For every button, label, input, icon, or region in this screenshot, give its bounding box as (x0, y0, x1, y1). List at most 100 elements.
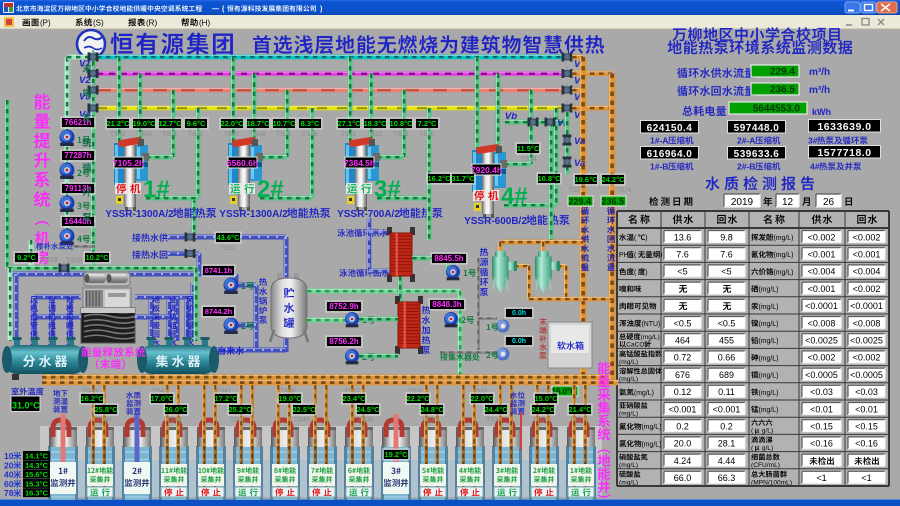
svg-text:TS77: TS77 (569, 187, 585, 194)
svg-text:15.0°C: 15.0°C (534, 394, 558, 403)
svg-text:<0.03: <0.03 (810, 387, 833, 397)
svg-text:15.6°C: 15.6°C (25, 470, 49, 479)
svg-text:25.2°C: 25.2°C (228, 405, 252, 414)
svg-text:): ) (645, 269, 647, 276)
svg-text:(mg/L): (mg/L) (619, 359, 638, 366)
svg-text:22.0°C: 22.0°C (220, 119, 244, 128)
svg-text:19.0°C: 19.0°C (132, 119, 156, 128)
svg-text:<0.002: <0.002 (853, 284, 881, 294)
svg-text:18.3°C: 18.3°C (363, 119, 387, 128)
svg-text:(S): (S) (93, 19, 104, 28)
svg-text:24.2°C: 24.2°C (601, 175, 625, 184)
svg-text:19.0°C: 19.0°C (278, 394, 302, 403)
svg-text:<5: <5 (677, 267, 687, 277)
svg-text:79113h: 79113h (65, 184, 92, 193)
svg-text:10.8°C: 10.8°C (537, 174, 561, 183)
svg-text:(H): (H) (199, 19, 210, 28)
svg-text:19.6°C: 19.6°C (574, 175, 598, 184)
svg-text:(mg/L): (mg/L) (759, 407, 779, 414)
svg-text:<0.004: <0.004 (808, 267, 836, 277)
svg-text:<0.0001: <0.0001 (805, 301, 838, 311)
svg-text:66.3: 66.3 (718, 473, 736, 483)
svg-text:TS12: TS12 (367, 131, 383, 138)
svg-text:TS07: TS07 (224, 131, 240, 138)
svg-text:(mg/L): (mg/L) (759, 338, 779, 345)
svg-text:14.3°C: 14.3°C (25, 461, 49, 470)
svg-text:V4: V4 (79, 110, 91, 121)
svg-text:1#: 1# (143, 176, 170, 203)
svg-text:9.8: 9.8 (720, 232, 733, 242)
svg-text:0.72: 0.72 (674, 353, 692, 363)
svg-text:Vb: Vb (557, 118, 569, 129)
svg-text:TS38: TS38 (358, 417, 374, 424)
svg-text:19.2°C: 19.2°C (384, 450, 408, 459)
svg-text:m³/h: m³/h (809, 67, 830, 78)
svg-text:9.6°C: 9.6°C (187, 119, 206, 128)
svg-text:616964.0: 616964.0 (647, 149, 693, 160)
svg-text:): ) (645, 235, 647, 242)
svg-text:TS31: TS31 (220, 245, 236, 252)
svg-text:40: 40 (4, 470, 14, 480)
svg-text:4.24: 4.24 (674, 456, 692, 466)
svg-text:<0.008: <0.008 (853, 318, 881, 328)
svg-text:TS40: TS40 (294, 417, 310, 424)
svg-text:5644553.0: 5644553.0 (753, 104, 801, 115)
svg-text:<0.0005: <0.0005 (805, 370, 838, 380)
svg-text:7.6: 7.6 (676, 250, 689, 260)
svg-text:YSSR-700A/2: YSSR-700A/2 (337, 209, 400, 220)
svg-text:(R): (R) (146, 19, 157, 28)
svg-text:0.0h: 0.0h (512, 338, 526, 345)
svg-text:<1: <1 (861, 473, 871, 483)
svg-text:TS45: TS45 (82, 388, 98, 395)
svg-text:15.3°C: 15.3°C (25, 479, 49, 488)
svg-text:1577718.0: 1577718.0 (817, 147, 871, 159)
svg-text:676: 676 (675, 370, 690, 380)
svg-text:YSSR-1300A/2: YSSR-1300A/2 (219, 209, 288, 220)
svg-text:4#: 4# (501, 183, 528, 210)
svg-text:236.5: 236.5 (601, 197, 624, 207)
svg-text:76621h: 76621h (64, 118, 91, 127)
svg-text:<5: <5 (721, 267, 731, 277)
svg-text:(mg/L): (mg/L) (759, 287, 779, 294)
svg-text:624150.4: 624150.4 (647, 123, 693, 134)
svg-text:7920.4h: 7920.4h (471, 165, 502, 175)
svg-text:kWh: kWh (812, 107, 831, 117)
svg-text:0.12: 0.12 (674, 387, 692, 397)
svg-text:3#: 3# (374, 176, 401, 203)
svg-text:(mg/L): (mg/L) (641, 334, 660, 341)
svg-text:12.7°C: 12.7°C (158, 119, 182, 128)
svg-text:(CFU/mL): (CFU/mL) (751, 462, 780, 469)
svg-text:(mg/L): (mg/L) (759, 373, 779, 380)
svg-text:m³/h: m³/h (809, 85, 830, 96)
svg-text:TS78: TS78 (616, 187, 632, 194)
svg-text:(mg/L): (mg/L) (774, 252, 794, 259)
svg-text:CaCO3: CaCO3 (626, 342, 648, 349)
svg-text:<0.16: <0.16 (810, 439, 833, 449)
svg-text:TS28: TS28 (66, 258, 83, 265)
svg-text:60: 60 (4, 479, 14, 489)
svg-text:66.0: 66.0 (674, 473, 692, 483)
svg-text:4#: 4# (810, 162, 820, 172)
svg-text:8.3°C: 8.3°C (301, 119, 320, 128)
svg-text:7384.5h: 7384.5h (344, 158, 375, 168)
svg-text:26.0°C: 26.0°C (164, 405, 188, 414)
svg-text:<0.0001: <0.0001 (850, 301, 883, 311)
svg-text:10.2°C: 10.2°C (85, 253, 109, 262)
svg-text:22.5°C: 22.5°C (292, 405, 316, 414)
svg-text:78: 78 (4, 488, 14, 498)
svg-text:(mg/L): (mg/L) (642, 441, 662, 448)
svg-text:Va: Va (574, 136, 585, 147)
svg-text:16440h: 16440h (64, 217, 91, 226)
svg-text:(mg/L): (mg/L) (774, 269, 794, 276)
svg-text:7.2°C: 7.2°C (418, 119, 437, 128)
svg-text:(mg/L): (mg/L) (759, 321, 779, 328)
svg-text:10: 10 (4, 451, 14, 461)
svg-text:8752.9h: 8752.9h (329, 302, 358, 311)
svg-text:<0.0025: <0.0025 (805, 336, 838, 346)
svg-text:77287h: 77287h (64, 151, 91, 160)
svg-text:<0.5: <0.5 (718, 318, 736, 328)
svg-text:TS37: TS37 (344, 388, 360, 395)
svg-text:2#-A: 2#-A (737, 136, 755, 146)
svg-text:4.44: 4.44 (718, 456, 736, 466)
svg-text:22.0°C: 22.0°C (470, 394, 494, 403)
